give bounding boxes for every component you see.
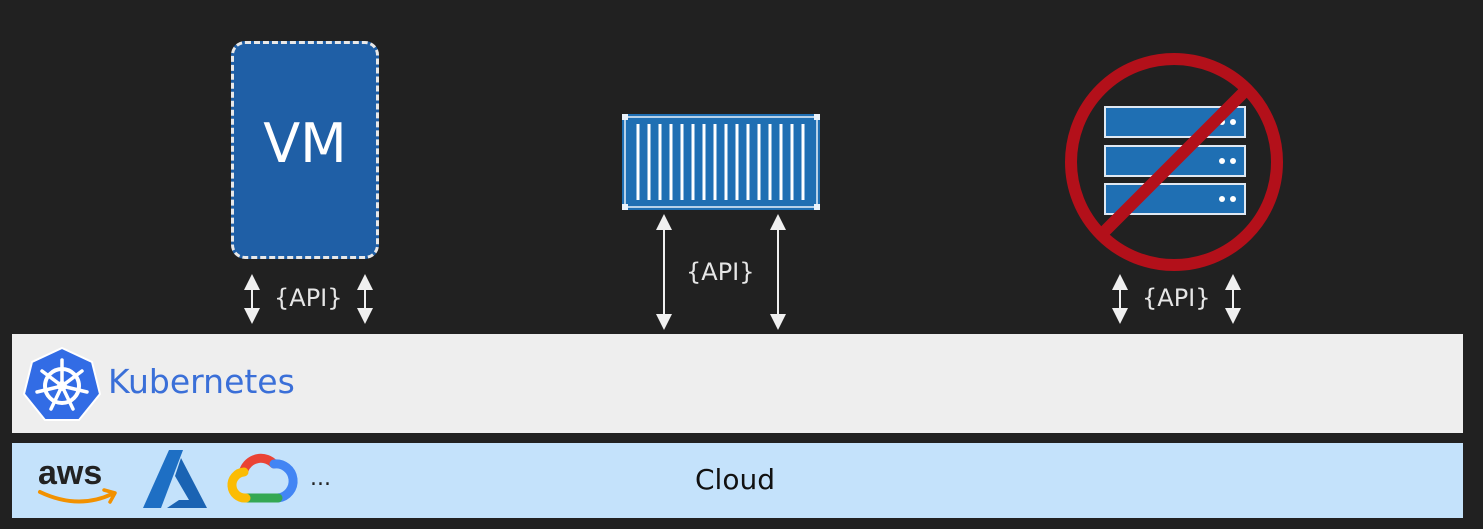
google-cloud-icon: [227, 453, 298, 503]
kubernetes-icon: [22, 346, 102, 421]
container-api-label: {API}: [686, 258, 755, 286]
azure-icon: [143, 450, 207, 508]
aws-smile: [38, 488, 117, 504]
cloud-label: Cloud: [695, 463, 775, 496]
serverless-api-label: {API}: [1142, 284, 1211, 312]
more-providers: ...: [310, 466, 331, 491]
kubernetes-label: Kubernetes: [108, 362, 295, 401]
aws-icon: aws: [38, 454, 103, 492]
vm-box: VM: [231, 41, 379, 259]
prohibited-icon: [1065, 53, 1283, 271]
vm-api-label: {API}: [274, 284, 343, 312]
vm-label: VM: [263, 111, 347, 175]
shipping-container-icon: [622, 114, 820, 210]
kubernetes-layer: [12, 334, 1463, 433]
